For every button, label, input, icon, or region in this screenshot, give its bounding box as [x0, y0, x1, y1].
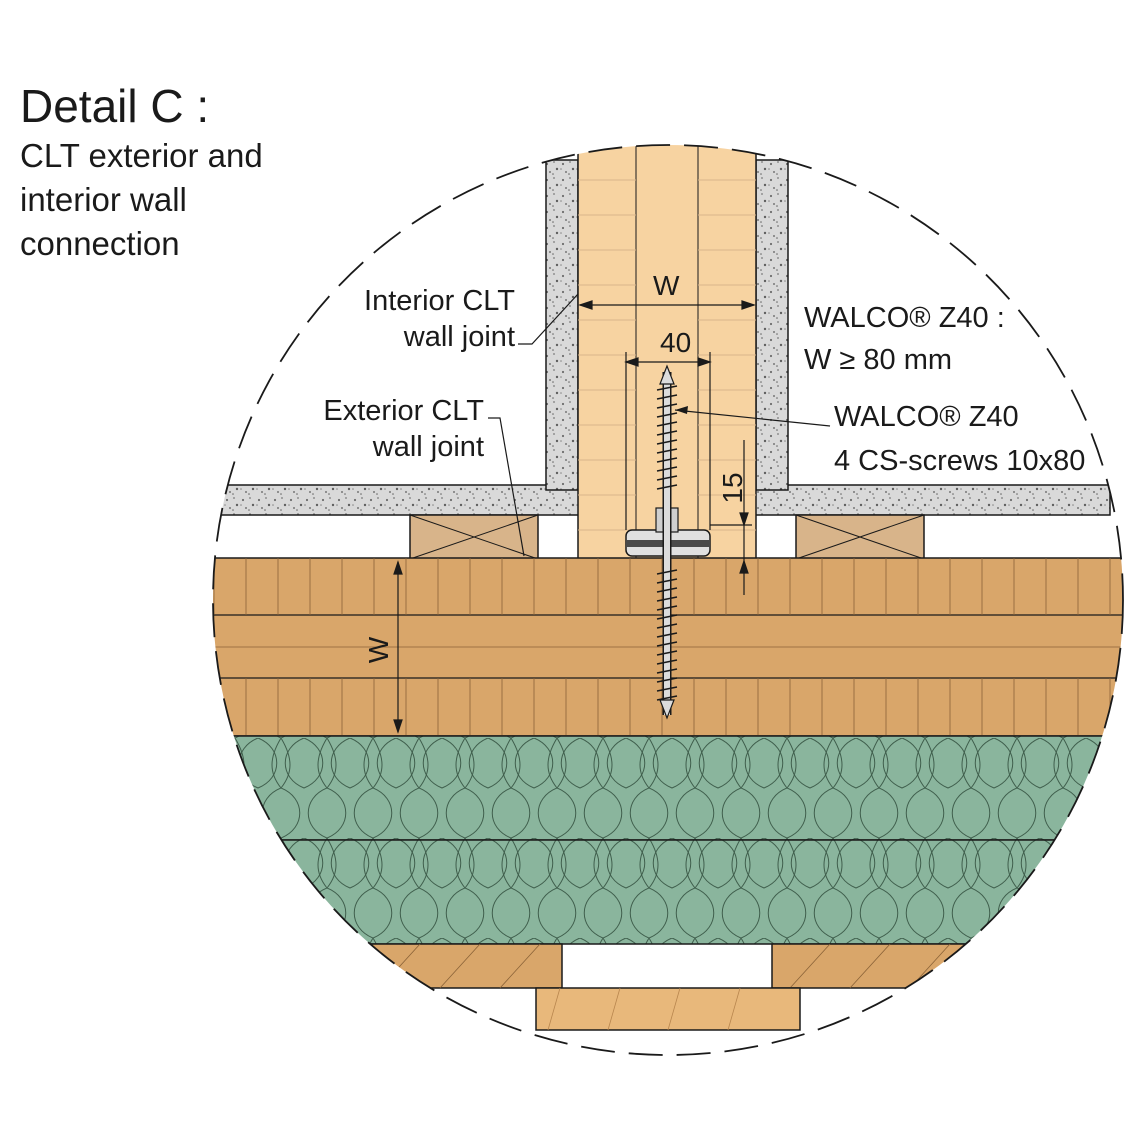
screw-thread	[656, 578, 678, 584]
batten-left	[409, 514, 539, 560]
cladding-batten-left	[213, 943, 563, 989]
insulation-layer-1	[213, 735, 1123, 841]
gypsum-board-right	[755, 159, 789, 491]
callout-exterior-joint-line-1: Exterior CLT	[323, 395, 484, 427]
detail-title: Detail C :	[20, 80, 209, 132]
cladding-batten-right	[771, 943, 1123, 989]
detail-subtitle-line-1: CLT exterior and	[20, 137, 263, 174]
screw-thread	[656, 668, 678, 674]
screw-thread	[656, 677, 678, 683]
screw-thread	[656, 587, 678, 593]
screw-thread	[656, 448, 678, 454]
dimension-embed-depth	[710, 440, 752, 595]
leader-walco-screws	[674, 409, 831, 427]
detail-subtitle-line-2: interior wall	[20, 181, 187, 218]
screw-thread	[656, 695, 678, 701]
callout-interior-joint-line-1: Interior CLT	[364, 285, 515, 317]
screw-thread	[656, 430, 678, 436]
screw-thread	[656, 623, 678, 629]
screw-thread	[656, 412, 678, 418]
dimension-plate-width	[624, 352, 712, 530]
callout-walco-requirement-line-1: WALCO® Z40 :	[804, 302, 1005, 334]
detail-circle	[212, 144, 1124, 1056]
screw-thread	[656, 421, 678, 427]
screw-thread	[656, 475, 678, 481]
insulation-layer-2	[213, 839, 1123, 945]
leader-exterior-joint	[488, 417, 525, 557]
screw-thread	[656, 457, 678, 463]
screw-thread	[656, 596, 678, 602]
screw-thread	[656, 569, 678, 575]
screw-thread	[656, 686, 678, 692]
screw-thread	[656, 394, 678, 400]
leader-interior-joint	[518, 293, 579, 345]
callout-walco-requirement-line-2: W ≥ 80 mm	[804, 344, 952, 376]
screw-thread	[656, 484, 678, 490]
detail-subtitle-line-3: connection	[20, 225, 180, 262]
walco-z40-screw	[625, 364, 711, 720]
screw-thread	[656, 466, 678, 472]
callout-exterior-joint-line-2: wall joint	[372, 431, 484, 463]
dimension-plate-width-label: 40	[660, 327, 691, 358]
dimension-interior-width	[578, 300, 756, 310]
screw-thread	[656, 641, 678, 647]
screw-thread	[656, 385, 678, 391]
gypsum-board-left	[545, 159, 579, 491]
screw-thread	[656, 614, 678, 620]
screw-thread	[656, 632, 678, 638]
batten-right	[795, 514, 925, 560]
screw-thread	[656, 439, 678, 445]
dimension-exterior-width-label: W	[363, 636, 394, 663]
screw-thread	[656, 605, 678, 611]
callout-interior-joint-line-2: wall joint	[403, 321, 515, 353]
dimension-embed-depth-label: 15	[717, 472, 748, 503]
screw-thread	[656, 659, 678, 665]
dimension-interior-width-label: W	[653, 270, 680, 301]
callout-walco-screws-line-2: 4 CS-screws 10x80	[834, 445, 1085, 477]
dimension-exterior-width	[393, 560, 403, 734]
screw-thread	[656, 403, 678, 409]
cladding-board	[535, 987, 801, 1031]
screw-thread	[656, 650, 678, 656]
callout-walco-screws-line-1: WALCO® Z40	[834, 401, 1019, 433]
